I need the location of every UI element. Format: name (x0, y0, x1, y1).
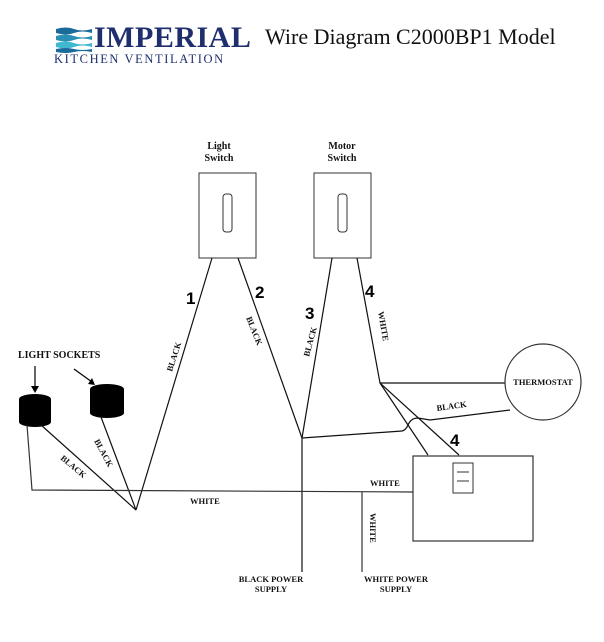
wire-number-2: 2 (255, 283, 264, 302)
arrow-right-down-icon (88, 378, 95, 385)
motor-switch-toggle (337, 193, 348, 233)
wires (26, 257, 511, 572)
light-sockets-label: LIGHT SOCKETS (18, 350, 101, 361)
wire-number-4: 4 (365, 282, 375, 301)
arrow-down-icon (31, 386, 39, 393)
label-white-hood: WHITE (370, 478, 400, 488)
thermostat-circle (504, 343, 582, 421)
socket-arrow-2 (73, 368, 93, 383)
label-wire2-black: BLACK (244, 315, 265, 347)
waves-icon (56, 27, 92, 53)
black-power-supply-label-1: BLACK POWER (239, 574, 304, 584)
hood-unit (412, 455, 534, 542)
black-power-supply-label-2: SUPPLY (255, 584, 287, 594)
wire-number-4-hood: 4 (450, 431, 460, 450)
label-wire1-black: BLACK (164, 340, 183, 372)
wire-2 (237, 257, 303, 439)
logo-tagline: KITCHEN VENTILATION (54, 52, 225, 66)
wire-number-3: 3 (305, 304, 314, 323)
label-white-bottom: WHITE (190, 496, 220, 506)
light-switch: Light Switch (198, 141, 257, 259)
light-sockets: LIGHT SOCKETS (18, 350, 124, 427)
label-wire4-white: WHITE (376, 311, 391, 342)
light-switch-toggle (222, 193, 233, 233)
hood-switch (452, 462, 474, 494)
motor-switch-label-2: Switch (328, 153, 357, 164)
label-white-supply: WHITE (368, 513, 378, 543)
logo-wordmark: IMPERIAL (94, 21, 252, 54)
light-switch-label-1: Light (207, 141, 231, 152)
imperial-logo: IMPERIAL KITCHEN VENTILATION (54, 22, 251, 67)
thermostat-label: THERMOSTAT (513, 377, 573, 387)
wire-thermostat-black (301, 409, 511, 439)
white-power-supply-label-1: WHITE POWER (364, 574, 429, 584)
wire-4 (356, 257, 381, 384)
label-socket-right-black: BLACK (92, 437, 115, 469)
wire-number-1: 1 (186, 289, 195, 308)
motor-switch: Motor Switch (313, 141, 372, 259)
light-switch-label-2: Switch (205, 153, 234, 164)
motor-switch-label-1: Motor (328, 141, 356, 152)
label-thermostat-black: BLACK (436, 399, 468, 413)
wire-4-to-hood-a (379, 382, 429, 456)
light-socket-left (19, 394, 51, 427)
light-socket-right (90, 384, 124, 418)
wire-socket-left-black (40, 424, 137, 511)
thermostat: THERMOSTAT (504, 343, 582, 421)
diagram-title: Wire Diagram C2000BP1 Model (265, 24, 556, 49)
wire-4-to-hood-b (379, 382, 460, 456)
white-power-supply-label-2: SUPPLY (380, 584, 412, 594)
wire-socket-right-black (100, 416, 137, 511)
wire-3 (301, 257, 333, 439)
label-socket-left-black: BLACK (59, 453, 89, 480)
wire-white-bottom (26, 424, 414, 493)
wire-1 (135, 257, 213, 511)
